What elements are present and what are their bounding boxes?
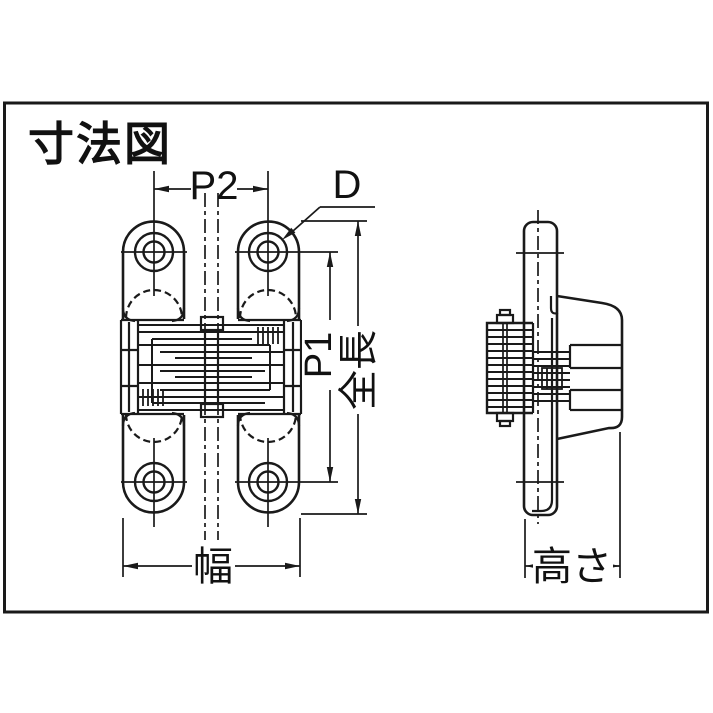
dim-label-p1: P1: [298, 332, 340, 378]
side-view: [485, 210, 624, 578]
arrow-up: [326, 252, 334, 267]
spring-hatches: [142, 327, 279, 406]
arrow-down: [354, 499, 362, 514]
arrow-left: [154, 185, 169, 193]
arrow-right: [253, 185, 268, 193]
plate-body-notch: [549, 296, 559, 315]
hole-crosshairs: [121, 171, 338, 527]
arrow-right: [285, 562, 300, 570]
stack-slats: [487, 329, 570, 408]
arrow-leader: [282, 227, 296, 240]
dim-d-leader: [282, 206, 375, 240]
center-pin: [199, 315, 225, 419]
hidden-arcs: [124, 288, 298, 444]
dim-label-width: 幅: [193, 545, 233, 589]
plate-inner-contour: [532, 318, 554, 513]
arrow-left: [123, 562, 138, 570]
label-backings: [192, 320, 613, 586]
arrow-up: [354, 221, 362, 236]
center-lines: [204, 193, 219, 540]
link-mechanism: [119, 315, 303, 419]
stack-pins: [495, 308, 515, 428]
stack-hatch-block: [541, 367, 563, 390]
page-title: 寸法図: [28, 118, 172, 170]
dim-label-d: D: [333, 163, 362, 207]
dim-width: [122, 518, 301, 577]
dim-label-total-length: 全長: [337, 330, 381, 410]
dim-label-p2: P2: [190, 164, 239, 208]
dim-label-height: 高さ: [532, 545, 612, 589]
arrow-down: [326, 467, 334, 482]
side-center-lines: [516, 210, 564, 524]
dim-p2: [154, 185, 268, 193]
link-stack: [485, 308, 570, 428]
